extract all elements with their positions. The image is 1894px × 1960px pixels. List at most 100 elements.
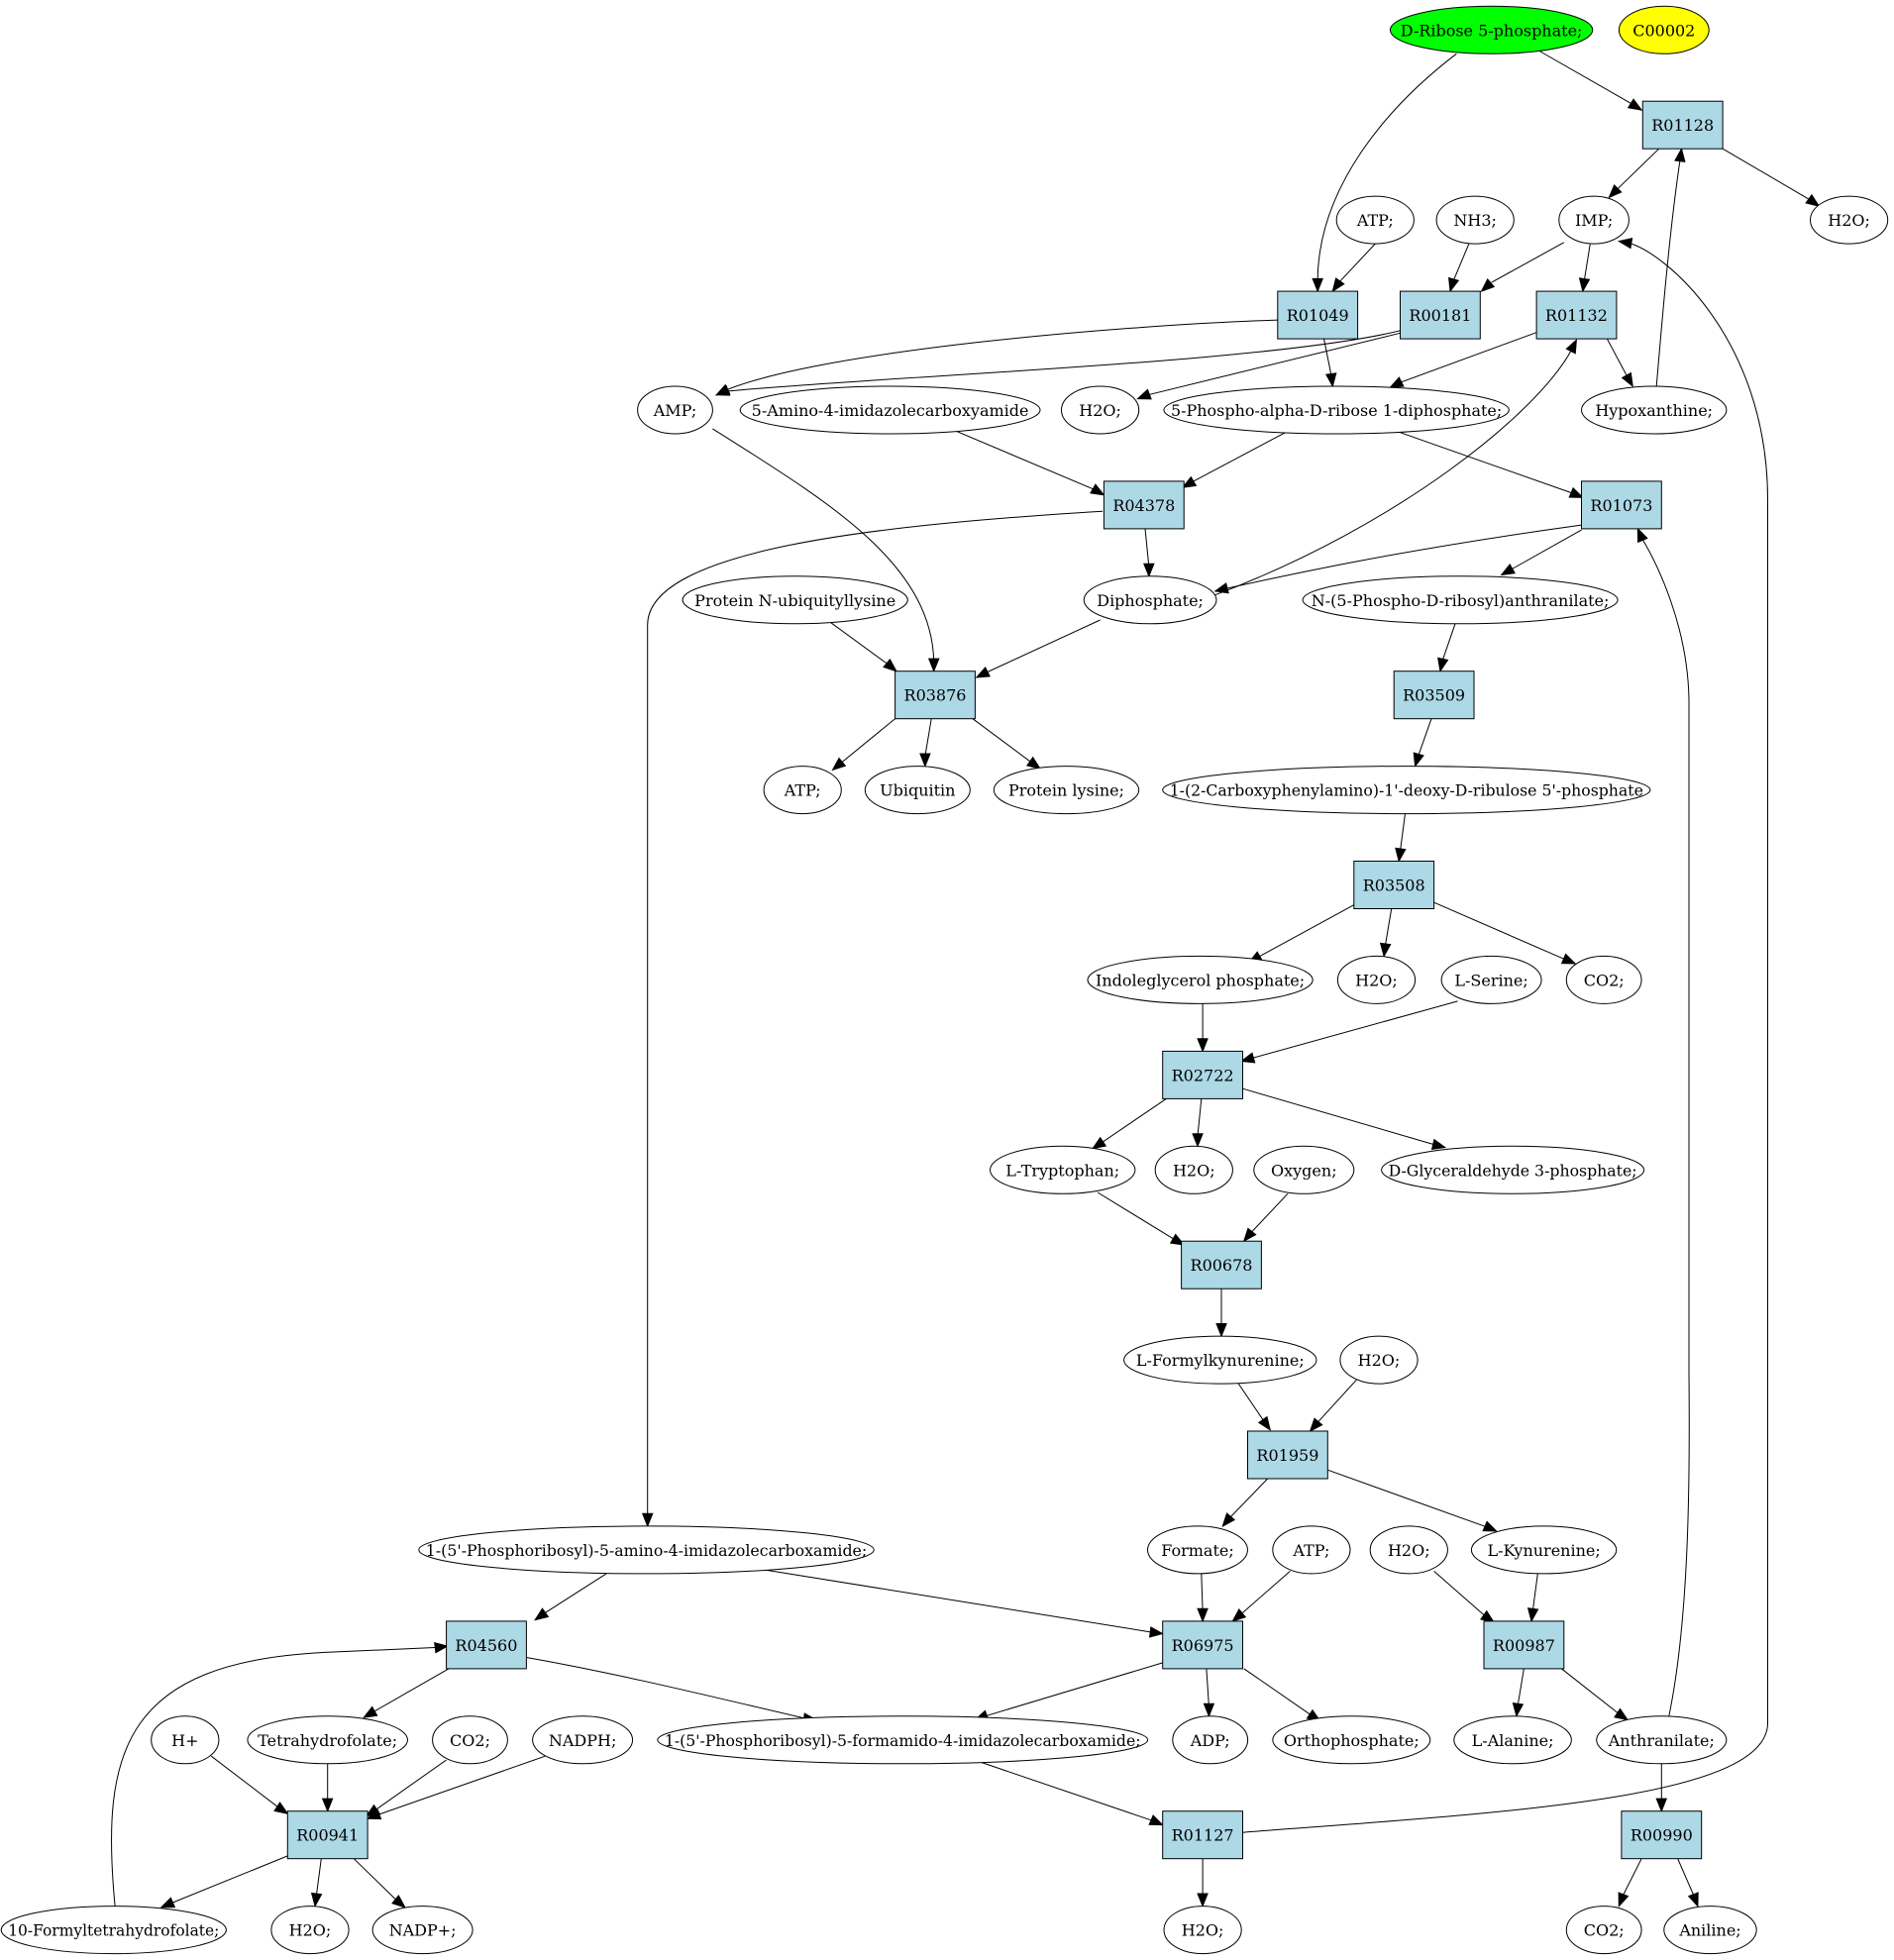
compound-node-aicar[interactable]: 1-(5'-Phosphoribosyl)-5-amino-4-imidazol… (418, 1525, 875, 1575)
compound-node-lser[interactable]: L-Serine; (1440, 955, 1542, 1004)
arrow-head-icon (1805, 193, 1821, 207)
compound-node-hplus[interactable]: H+ (151, 1715, 220, 1765)
compound-node-atp_c[interactable]: ATP; (1272, 1525, 1351, 1575)
compound-node-h2o_g[interactable]: H2O; (270, 1906, 350, 1955)
compound-node-lfkyn[interactable]: L-Formylkynurenine; (1123, 1335, 1317, 1385)
reaction-node-r00181[interactable]: R00181 (1400, 290, 1481, 340)
reaction-node-r04378[interactable]: R04378 (1103, 480, 1185, 530)
reaction-edge (1389, 332, 1537, 388)
reaction-edge (1197, 1003, 1209, 1053)
compound-node-ubiq[interactable]: Ubiquitin (864, 766, 971, 815)
reaction-edge (210, 1755, 289, 1814)
node-label: R00990 (1631, 1826, 1693, 1845)
compound-node-h2o_b[interactable]: H2O; (1061, 385, 1140, 435)
node-label: N-(5-Phospho-D-ribosyl)anthranilate; (1312, 591, 1610, 610)
compound-node-atp_a[interactable]: ATP; (1335, 195, 1415, 245)
compound-node-hypox[interactable]: Hypoxanthine; (1581, 385, 1728, 435)
reaction-node-r02722[interactable]: R02722 (1162, 1050, 1243, 1099)
compound-node-lala[interactable]: L-Alanine; (1453, 1715, 1572, 1765)
node-label: H2O; (1828, 211, 1870, 230)
reaction-edge (1395, 813, 1407, 863)
compound-node-prant[interactable]: N-(5-Phospho-D-ribosyl)anthranilate; (1302, 575, 1619, 625)
arrow-head-icon (1568, 486, 1585, 498)
node-label: IMP; (1575, 211, 1613, 230)
arrow-head-icon (1025, 756, 1042, 770)
reaction-edge (1526, 1573, 1539, 1623)
compound-node-nh3[interactable]: NH3; (1435, 195, 1515, 245)
reaction-node-r06975[interactable]: R06975 (1162, 1620, 1243, 1670)
arrow-head-icon (1618, 1892, 1630, 1908)
compound-node-co2_b[interactable]: CO2; (432, 1715, 508, 1765)
node-label: R00941 (296, 1826, 359, 1845)
arrow-head-icon (1526, 1607, 1539, 1623)
reaction-node-r03509[interactable]: R03509 (1393, 671, 1475, 720)
compound-node-co2_c[interactable]: CO2; (1565, 1906, 1642, 1955)
compound-node-faicar[interactable]: 1-(5'-Phosphoribosyl)-5-formamido-4-imid… (657, 1715, 1149, 1765)
compound-node-adp[interactable]: ADP; (1172, 1715, 1249, 1765)
compound-node-h2o_c[interactable]: H2O; (1336, 955, 1417, 1004)
reaction-node-r00678[interactable]: R00678 (1181, 1240, 1262, 1289)
compound-node-g3p[interactable]: D-Glyceraldehyde 3-phosphate; (1381, 1145, 1645, 1194)
compound-node-imp[interactable]: IMP; (1558, 195, 1630, 245)
node-label: L-Tryptophan; (1005, 1161, 1119, 1180)
arrow-head-icon (883, 658, 897, 672)
compound-node-h2o_h[interactable]: H2O; (1163, 1906, 1242, 1955)
reaction-node-r04560[interactable]: R04560 (446, 1620, 527, 1670)
reaction-node-r01959[interactable]: R01959 (1247, 1430, 1328, 1480)
compound-node-oxygen[interactable]: Oxygen; (1253, 1145, 1355, 1194)
node-label: NADP+; (389, 1921, 457, 1940)
node-label: H2O; (1355, 971, 1398, 989)
compound-node-cdrp[interactable]: 1-(2-Carboxyphenylamino)-1'-deoxy-D-ribu… (1162, 766, 1651, 815)
node-label: C00002 (1632, 21, 1695, 40)
node-label: ATP; (784, 781, 821, 800)
compound-node-prpp[interactable]: 5-Phospho-alpha-D-ribose 1-diphosphate; (1163, 385, 1510, 435)
reaction-node-r00987[interactable]: R00987 (1483, 1620, 1565, 1670)
reaction-edge (1242, 238, 1768, 1833)
compound-node-diphos[interactable]: Diphosphate; (1083, 575, 1217, 625)
reaction-node-r03508[interactable]: R03508 (1353, 861, 1435, 909)
reaction-node-r00990[interactable]: R00990 (1621, 1810, 1703, 1860)
compound-node-aniline[interactable]: Aniline; (1663, 1906, 1757, 1955)
compound-node-protubl[interactable]: Protein N-ubiquityllysine (682, 575, 908, 625)
compound-node-ltrp[interactable]: L-Tryptophan; (989, 1145, 1136, 1194)
reaction-edge (1448, 243, 1470, 293)
compound-node-igp[interactable]: Indoleglycerol phosphate; (1087, 955, 1314, 1004)
edges (111, 50, 1821, 1908)
compound-node-formate[interactable]: Formate; (1147, 1525, 1248, 1575)
node-label: Hypoxanthine; (1595, 401, 1713, 420)
compound-node-ribose5p[interactable]: D-Ribose 5-phosphate; (1389, 5, 1594, 54)
compound-node-fthf[interactable]: 10-Formyltetrahydrofolate; (0, 1906, 227, 1955)
compound-node-thf[interactable]: Tetrahydrofolate; (247, 1715, 409, 1765)
compound-node-amp[interactable]: AMP; (637, 385, 713, 435)
reaction-edge (1433, 901, 1577, 965)
compound-node-atp_b[interactable]: ATP; (763, 766, 842, 815)
reaction-node-r01073[interactable]: R01073 (1581, 480, 1662, 530)
compound-node-co2_a[interactable]: CO2; (1565, 955, 1642, 1004)
compound-node-nadp[interactable]: NADP+; (371, 1906, 474, 1955)
node-label: NADPH; (549, 1731, 617, 1750)
compound-node-h2o_a[interactable]: H2O; (1810, 195, 1889, 245)
node-label: R03876 (904, 686, 967, 705)
arrow-head-icon (1655, 1798, 1668, 1813)
reaction-node-r01127[interactable]: R01127 (1162, 1810, 1243, 1860)
compound-node-aica[interactable]: 5-Amino-4-imidazolecarboxyamide (739, 385, 1041, 435)
node-label: Anthranilate; (1608, 1731, 1715, 1750)
reaction-edge (828, 620, 897, 672)
compound-node-orthophos[interactable]: Orthophosphate; (1272, 1715, 1431, 1765)
node-label: 5-Amino-4-imidazolecarboxyamide (752, 401, 1029, 420)
compound-node-nadph[interactable]: NADPH; (532, 1715, 634, 1765)
compound-node-lkyn[interactable]: L-Kynurenine; (1470, 1525, 1618, 1575)
compound-node-h2o_d[interactable]: H2O; (1154, 1145, 1233, 1194)
reaction-edge (1097, 1191, 1186, 1246)
reaction-node-r01132[interactable]: R01132 (1535, 290, 1618, 340)
compound-node-h2o_f[interactable]: H2O; (1369, 1525, 1448, 1575)
reaction-edge (1181, 430, 1289, 488)
reaction-node-r01128[interactable]: R01128 (1641, 100, 1724, 150)
reaction-node-r03876[interactable]: R03876 (894, 671, 976, 720)
reaction-node-r01049[interactable]: R01049 (1277, 290, 1359, 340)
compound-node-h2o_e[interactable]: H2O; (1339, 1335, 1419, 1385)
compound-node-anthr[interactable]: Anthranilate; (1596, 1715, 1728, 1765)
reaction-node-r00941[interactable]: R00941 (286, 1810, 368, 1860)
compound-node-c00002[interactable]: C00002 (1618, 5, 1710, 54)
compound-node-protlys[interactable]: Protein lysine; (993, 766, 1140, 815)
